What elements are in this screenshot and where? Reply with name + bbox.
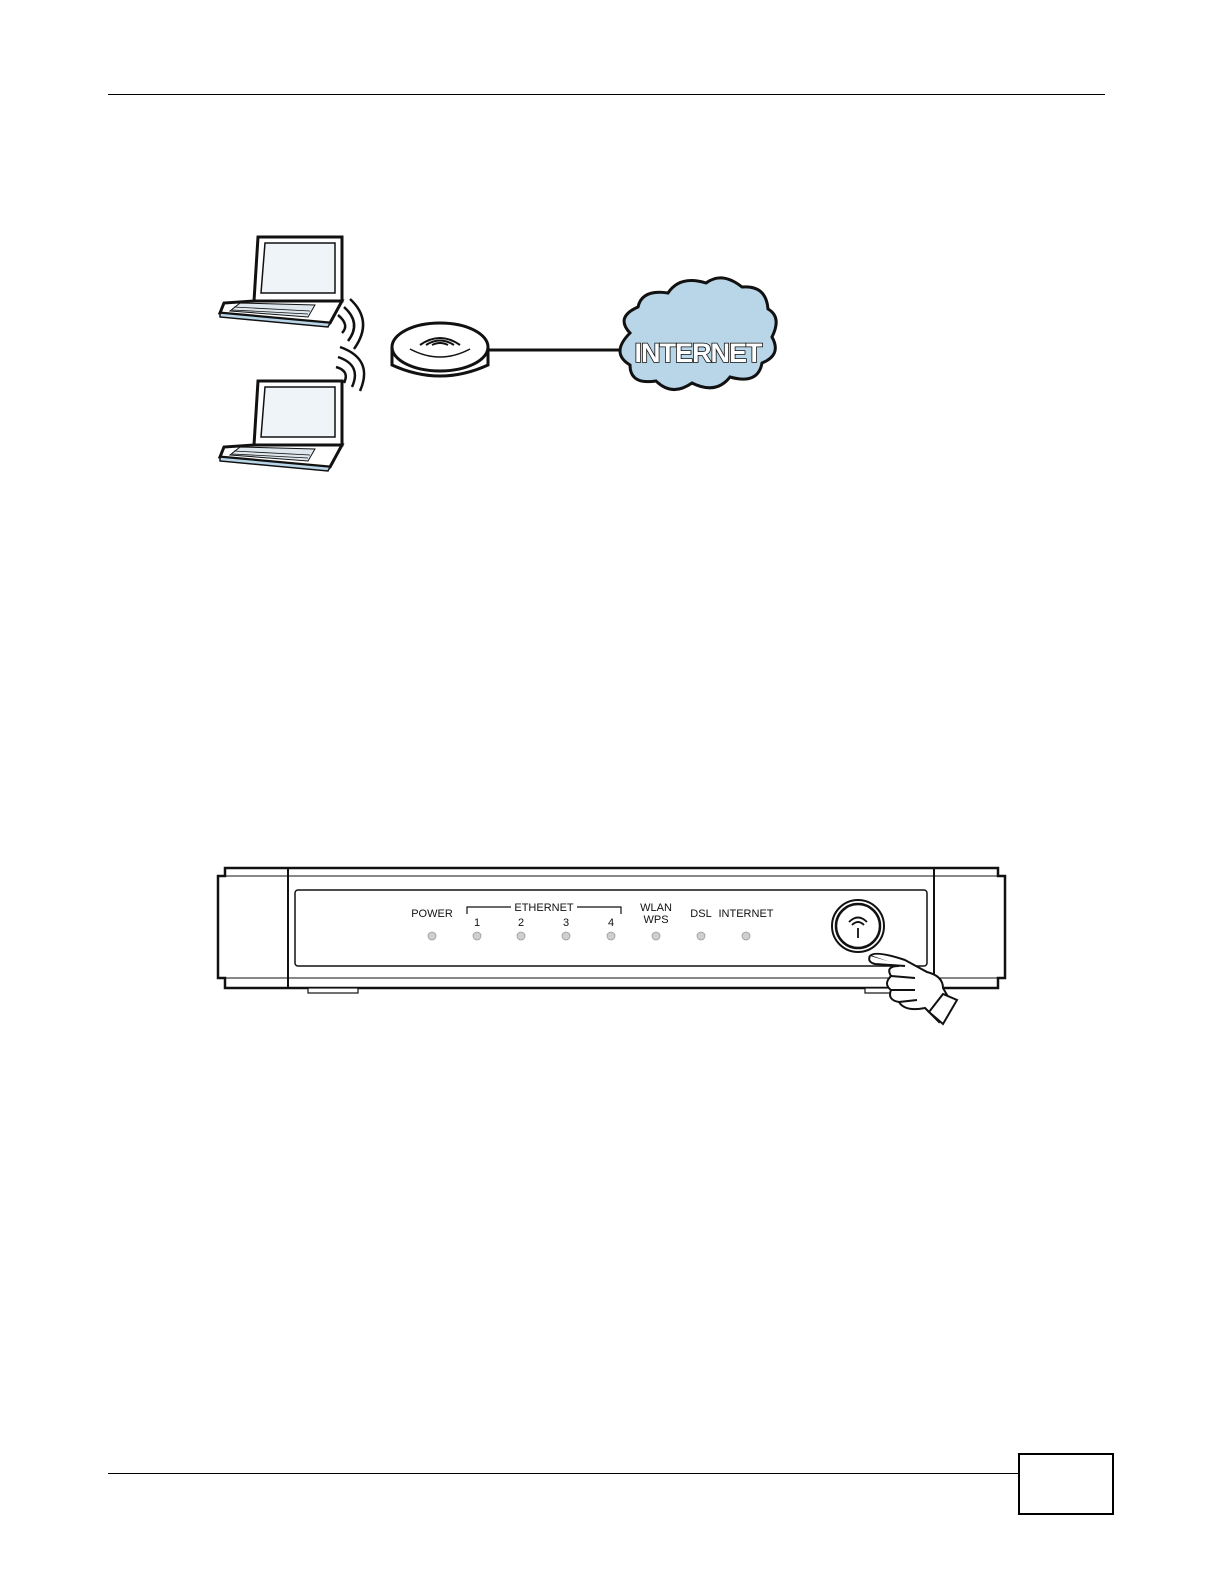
page-number-box <box>1018 1453 1114 1515</box>
internet-cloud <box>620 278 776 390</box>
page-number <box>1020 1455 1112 1513</box>
dsl-led <box>697 932 705 940</box>
wlan-label: WLAN <box>640 902 672 914</box>
wireless-signal-icon <box>338 299 363 349</box>
router-icon <box>392 323 488 376</box>
power-label: POWER <box>411 908 453 920</box>
ethernet-label: ETHERNET <box>514 902 574 914</box>
laptop-icon <box>220 381 342 471</box>
laptop-icon <box>220 237 342 327</box>
internet-label: INTERNET <box>719 908 774 920</box>
ethernet-3-led <box>562 932 570 940</box>
ethernet-4-led <box>607 932 615 940</box>
ethernet-1-led <box>473 932 481 940</box>
network-diagram: INTERNET <box>210 225 790 480</box>
footer-rule <box>108 1473 1018 1474</box>
power-led <box>428 932 436 940</box>
wps-label: WPS <box>643 914 668 926</box>
header-rule <box>108 94 1105 95</box>
internet-led <box>742 932 750 940</box>
ethernet-port-1-label: 1 <box>474 917 480 929</box>
ethernet-port-4-label: 4 <box>608 917 614 929</box>
ethernet-port-3-label: 3 <box>563 917 569 929</box>
wlan-wps-led <box>652 932 660 940</box>
ethernet-2-led <box>517 932 525 940</box>
dsl-label: DSL <box>690 908 711 920</box>
ethernet-port-2-label: 2 <box>518 917 524 929</box>
wps-button[interactable] <box>832 900 884 952</box>
device-front-panel: POWER ETHERNET 1 2 3 4 WLAN WPS DSL INTE… <box>215 862 1010 1027</box>
internet-cloud-label: INTERNET <box>635 338 764 368</box>
